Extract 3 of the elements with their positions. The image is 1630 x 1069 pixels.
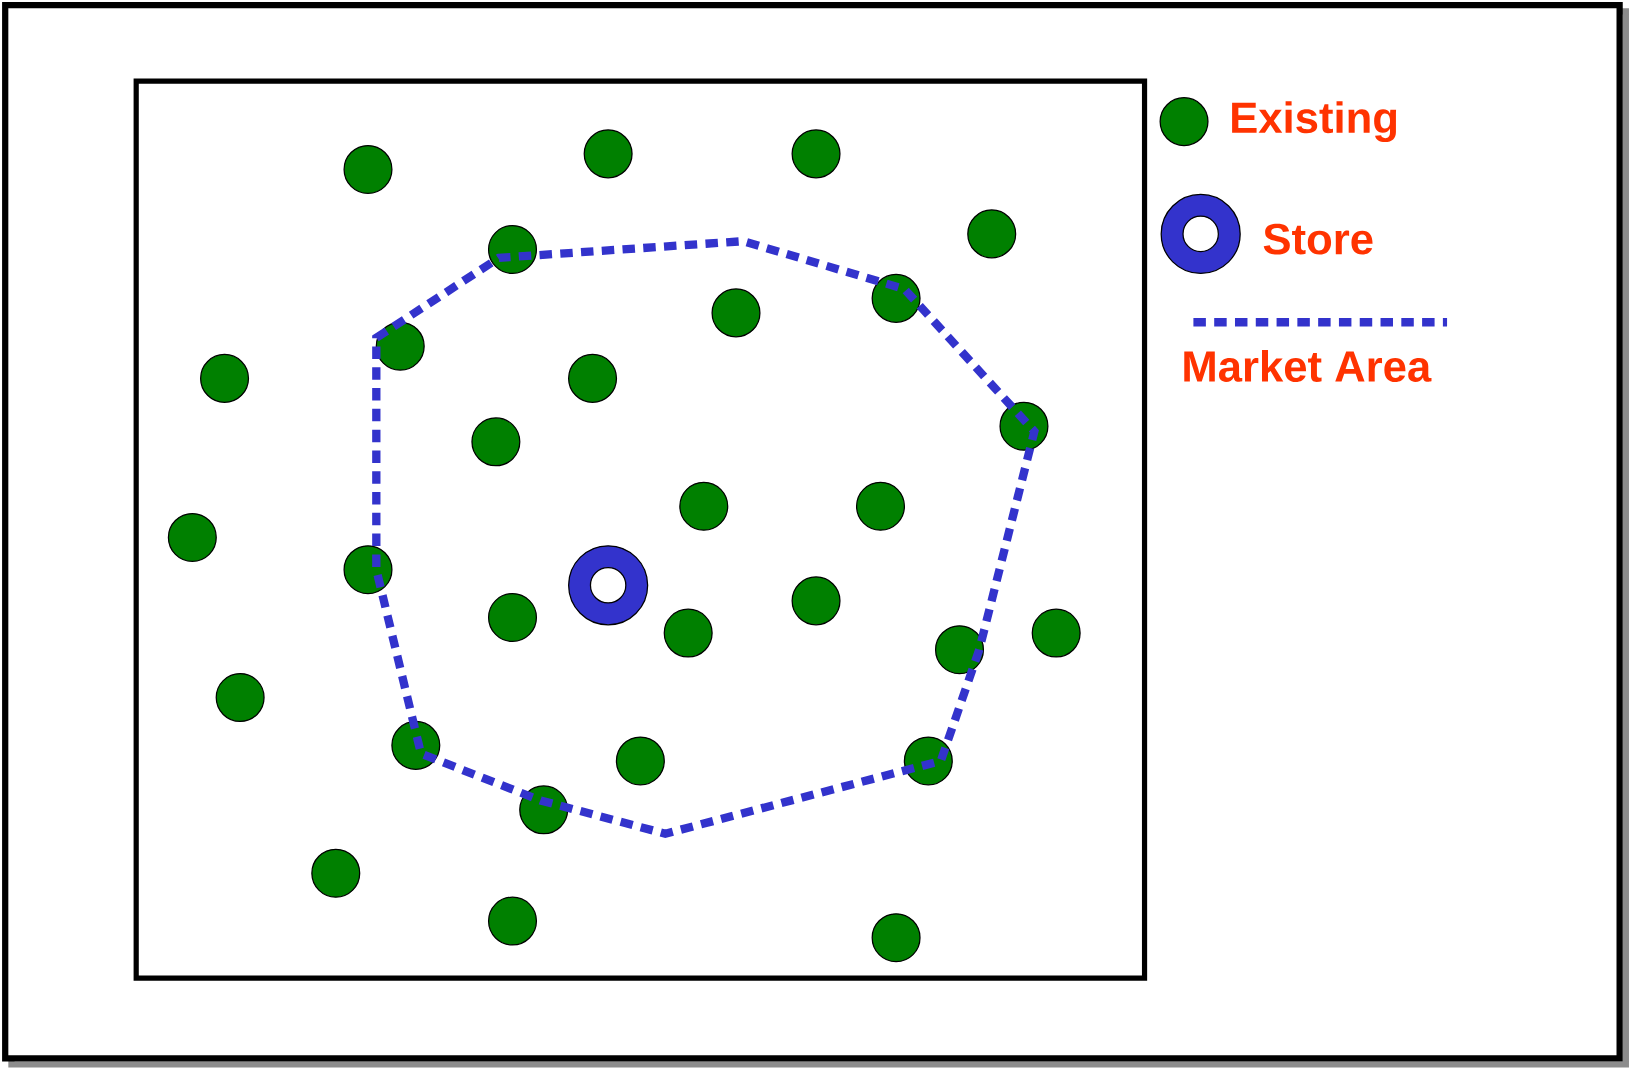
legend-label: Market Area bbox=[1184, 350, 1432, 383]
legend-label: Existing bbox=[1232, 101, 1397, 143]
legend-label: Store bbox=[1263, 223, 1373, 255]
